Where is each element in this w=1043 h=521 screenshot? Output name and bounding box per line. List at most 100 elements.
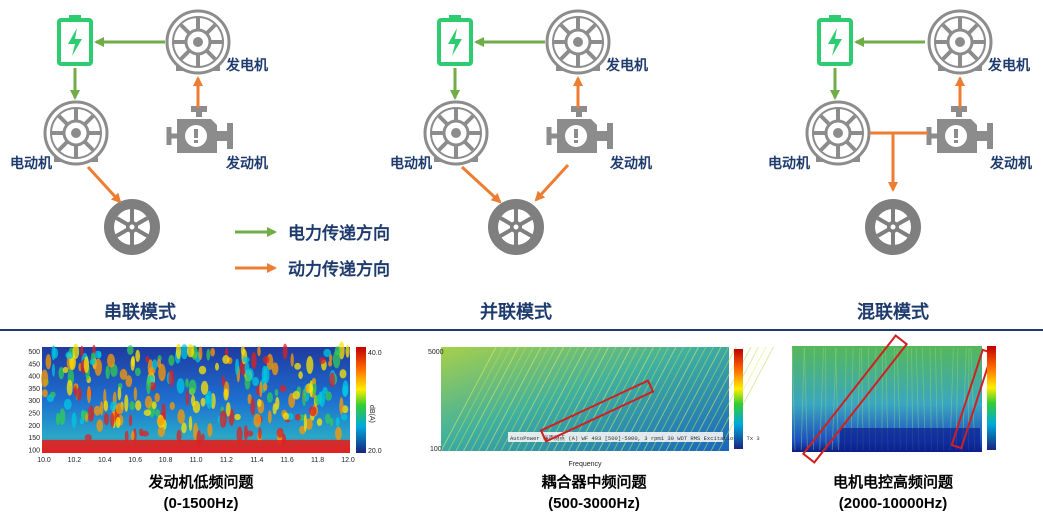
spectrum-texture [440, 346, 497, 452]
spectrum-texture [800, 347, 805, 451]
spectrum-texture [133, 387, 138, 401]
spectrum-texture [325, 413, 331, 424]
spectrum-texture [261, 365, 268, 384]
spectrum-texture [813, 347, 815, 451]
spectrum-texture [329, 417, 334, 427]
spectrum-texture [198, 365, 207, 375]
x-tick: 11.2 [220, 457, 233, 464]
spectrum-texture [87, 386, 91, 404]
y-tick: 250 [28, 411, 40, 418]
motor-label: 电动机 [10, 155, 52, 171]
spectrum-texture [292, 390, 301, 400]
spectrum-texture [187, 344, 195, 358]
engine-label: 发动机 [989, 155, 1032, 171]
motor-label: 电动机 [768, 155, 810, 171]
colorbar-label: dB(A) [368, 405, 375, 423]
spectrum-texture [41, 369, 49, 388]
spectrum-texture [188, 379, 197, 395]
x-tick: 10.4 [98, 457, 112, 464]
spectrum-texture [181, 422, 187, 434]
spectrum-texture [225, 402, 231, 417]
spectrum-texture [306, 356, 314, 374]
spectrum-texture [188, 415, 193, 432]
generator-icon [545, 9, 611, 75]
spectrum-texture [103, 400, 109, 412]
spectrum-texture [156, 358, 162, 368]
spectrum-texture [154, 392, 160, 403]
spectrum-texture [305, 384, 309, 394]
spectrum-texture [478, 346, 534, 452]
generator-label: 发电机 [225, 57, 268, 73]
spectrum-texture [99, 401, 104, 416]
spectrum-texture [298, 371, 303, 379]
spectrum-texture [493, 346, 549, 452]
spectrum-texture [257, 398, 262, 408]
spectrum-texture [201, 433, 205, 442]
spectrum-texture [141, 430, 149, 437]
spectrum-texture [135, 349, 141, 362]
spectrum-texture [71, 412, 77, 428]
power-flow-arrow [460, 165, 502, 204]
spectrum-texture [210, 347, 216, 357]
x-axis-label: Frequency [568, 461, 602, 468]
spectrum-texture [222, 355, 230, 364]
spectrum-texture [345, 344, 350, 358]
spectrum-texture [318, 391, 323, 405]
x-tick: 10.8 [159, 457, 173, 464]
spectrum-texture [135, 367, 141, 377]
spectrum-texture [146, 376, 151, 395]
spectrum-texture [152, 359, 158, 370]
y-tick: 500 [28, 349, 40, 356]
spectrum-texture [325, 391, 332, 401]
spectrum-texture [308, 406, 317, 417]
spectrum-texture [175, 343, 182, 359]
spectrum-texture [328, 360, 333, 367]
colorbar-tick: 40.0 [368, 350, 382, 357]
power-flow-arrow [86, 165, 122, 204]
spectrum-texture [124, 430, 129, 443]
spectrum-texture [219, 410, 227, 428]
generator-label: 发电机 [987, 57, 1030, 73]
spectrum-texture [87, 405, 95, 422]
spectrum-texture [791, 347, 796, 451]
spectrum-texture [274, 389, 279, 397]
spectrum-texture [266, 392, 273, 403]
hybrid-mode-title: 混联模式 [857, 301, 929, 322]
spectrum-texture [831, 347, 837, 451]
spectrum-texture [221, 375, 226, 387]
x-tick: 11.0 [189, 457, 202, 464]
spectrum-texture [65, 351, 74, 360]
spectrum-texture [262, 356, 270, 364]
spectrogram-title: 发动机低频问题 [147, 473, 254, 491]
spectrum-texture [58, 366, 65, 380]
spectrum-texture [129, 401, 135, 411]
spectrum-texture [236, 426, 243, 443]
spectrum-texture [180, 344, 189, 360]
spectrum-texture [127, 345, 134, 355]
spectrum-texture [235, 358, 240, 376]
spectrum-texture [66, 379, 73, 396]
spectrum-texture [329, 354, 333, 362]
legend-electric-label: 电力传递方向 [288, 223, 390, 243]
x-tick: 11.6 [281, 457, 294, 464]
spectrogram-range: (500-3000Hz) [548, 495, 640, 512]
spectrum-texture [124, 394, 129, 412]
spectrum-texture [105, 365, 110, 380]
motor-icon [805, 100, 871, 166]
spectrum-texture [96, 419, 103, 432]
spectrum-texture [335, 426, 342, 441]
spectrum-texture [342, 380, 349, 397]
spectrum-texture [252, 376, 259, 387]
spectrum-texture [131, 430, 135, 441]
spectrum-texture [341, 414, 348, 421]
spectrum-texture [215, 362, 219, 371]
spectrum-texture [243, 424, 248, 441]
spectrum-texture [206, 390, 213, 409]
spectrum-texture [234, 413, 241, 421]
motor-label: 电动机 [390, 155, 432, 171]
spectrum-texture [168, 354, 175, 366]
spectrum-texture [143, 409, 152, 417]
battery-icon [57, 13, 93, 66]
spectrum-texture [305, 418, 313, 430]
